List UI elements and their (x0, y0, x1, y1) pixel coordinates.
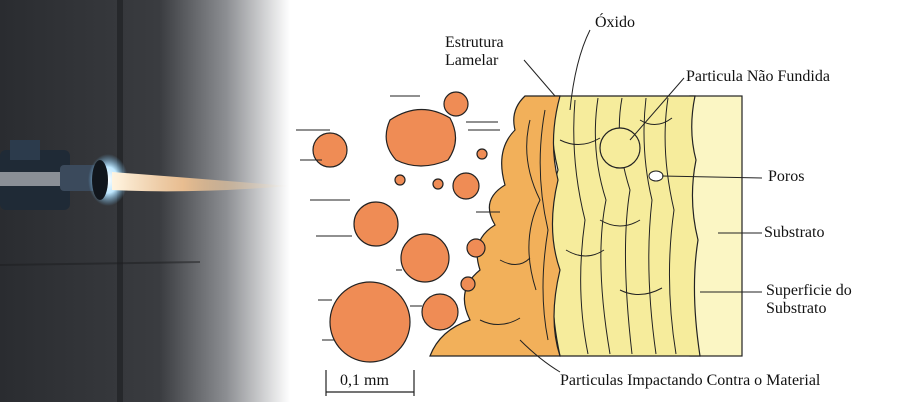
thermal-spray-torch-photo (0, 0, 290, 402)
scale-bar-label: 0,1 mm (340, 372, 389, 390)
label-impacting-particles: Particulas Impactando Contra o Material (560, 372, 820, 390)
label-oxide: Óxido (595, 14, 635, 32)
label-substrate-surface: Superficie do Substrato (766, 282, 876, 318)
label-substrate: Substrato (764, 224, 824, 242)
pore-shape (649, 171, 663, 181)
label-unmelted-particle: Particula Não Fundida (686, 68, 830, 86)
unmelted-particle-shape (600, 128, 640, 168)
label-pores: Poros (768, 168, 804, 186)
label-lamellar-structure: Estrutura Lamelar (445, 34, 531, 70)
substrate-region (690, 96, 742, 356)
impacting-particles (313, 92, 487, 362)
